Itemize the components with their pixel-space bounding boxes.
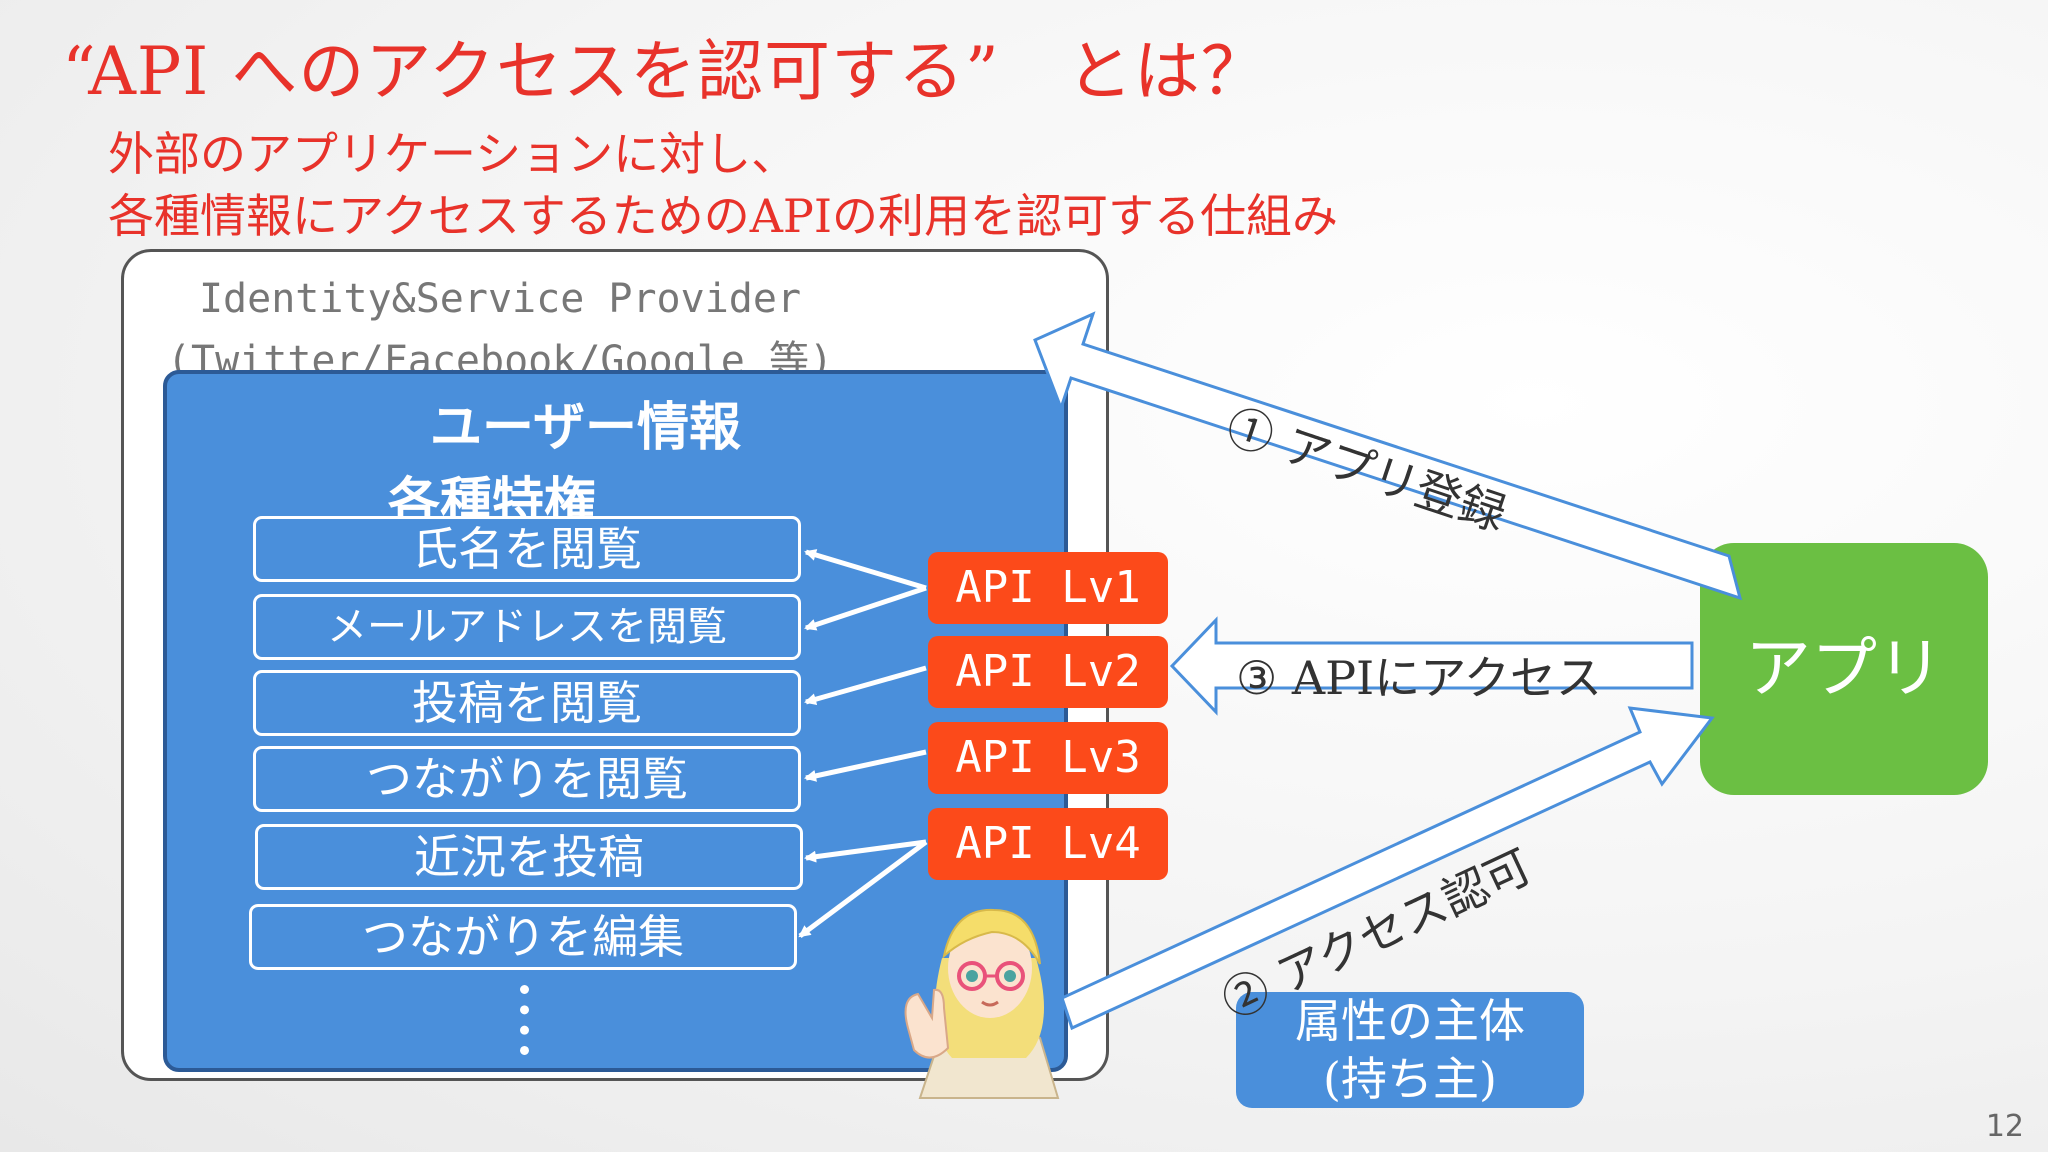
privilege-view-connections: つながりを閲覧 <box>253 746 801 812</box>
app-box: アプリ <box>1700 543 1988 795</box>
privilege-post-status: 近況を投稿 <box>255 824 803 890</box>
subtitle-line-2: 各種情報にアクセスするためのAPIの利用を認可する仕組み <box>108 189 1339 243</box>
flow-label-api-access: ③ APIにアクセス <box>1236 651 1602 705</box>
flow-arrow-api-access <box>1169 616 1694 716</box>
flow-arrow-app-registration <box>1033 311 1743 601</box>
arrow-lv4-status <box>804 839 927 863</box>
owner-line-2: (持ち主) <box>1323 1052 1497 1106</box>
user-avatar <box>904 908 1060 1099</box>
subtitle-line-1: 外部のアプリケーションに対し、 <box>108 127 798 181</box>
privilege-arrows <box>798 549 928 939</box>
more-privileges-ellipsis <box>520 985 537 1055</box>
arrow-lv1-name <box>804 549 927 591</box>
privilege-view-email: メールアドレスを閲覧 <box>253 594 801 660</box>
provider-name: Identity&Service Provider <box>198 276 802 322</box>
owner-line-1: 属性の主体 <box>1295 994 1525 1048</box>
api-level-1: API Lv1 <box>928 552 1168 624</box>
privilege-view-name: 氏名を閲覧 <box>253 516 801 582</box>
arrow-lv2-posts <box>804 665 927 706</box>
api-level-4: API Lv4 <box>928 808 1168 880</box>
api-level-3: API Lv3 <box>928 722 1168 794</box>
arrow-lv4-edit <box>798 839 928 939</box>
arrow-lv1-email <box>804 585 927 631</box>
slide-title: “API へのアクセスを認可する” とは？ <box>62 33 1268 110</box>
privilege-view-posts: 投稿を閲覧 <box>253 670 801 736</box>
flow-arrow-access-authorization <box>1060 706 1715 1031</box>
user-info-title: ユーザー情報 <box>430 398 741 458</box>
page-number: 12 <box>1985 1109 2024 1144</box>
arrow-lv3-connections <box>804 749 927 782</box>
api-level-2: API Lv2 <box>928 636 1168 708</box>
privilege-edit-connections: つながりを編集 <box>249 904 797 970</box>
resource-owner-label: 属性の主体 (持ち主) <box>1236 992 1584 1108</box>
